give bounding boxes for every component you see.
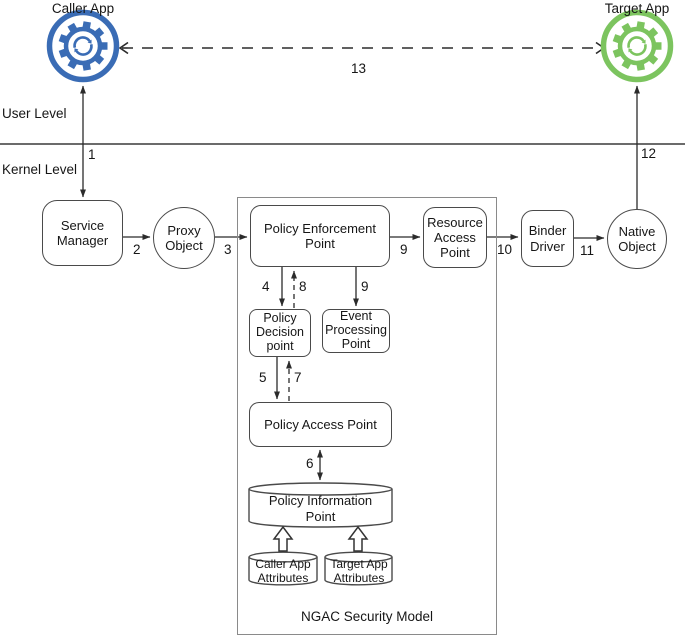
edge-label-9-epp: 9	[361, 279, 369, 294]
node-service-manager: Service Manager	[42, 200, 123, 266]
edge-label-4: 4	[262, 279, 270, 294]
node-binder-driver: Binder Driver	[521, 210, 574, 267]
edge-label-10: 10	[497, 242, 513, 257]
ngac-security-model-label: NGAC Security Model	[300, 609, 434, 624]
target-app-attributes-cylinder	[324, 551, 393, 586]
node-resource-access-point: Resource Access Point	[423, 207, 487, 268]
target-app-gear-icon	[600, 9, 674, 83]
edge-label-1: 1	[88, 147, 96, 162]
node-policy-access-point: Policy Access Point	[249, 402, 392, 447]
edge-label-3: 3	[224, 242, 232, 257]
edge-label-7: 7	[294, 370, 302, 385]
target-attrs-block-arrow	[347, 525, 369, 552]
edge-label-6: 6	[306, 456, 314, 471]
edge-label-5: 5	[259, 370, 267, 385]
user-level-label: User Level	[2, 106, 67, 121]
node-proxy-object: Proxy Object	[153, 207, 215, 269]
node-policy-decision-point: Policy Decision point	[249, 309, 311, 357]
caller-app-label: Caller App	[51, 1, 115, 16]
caller-attrs-block-arrow	[272, 525, 294, 552]
node-target-app-attributes: Target App Attributes	[330, 557, 388, 585]
node-native-object: Native Object	[607, 209, 667, 269]
caller-app-attributes-cylinder	[248, 551, 318, 586]
edge13-left-arrowhead	[118, 41, 129, 55]
policy-information-point-cylinder	[248, 482, 393, 528]
node-policy-information-point: Policy Information Point	[268, 493, 373, 524]
node-event-processing-point: Event Processing Point	[322, 309, 390, 353]
edge-label-13: 13	[351, 61, 367, 76]
edge-label-8: 8	[299, 279, 307, 294]
edge-label-9-rap: 9	[400, 242, 408, 257]
ngac-security-model-frame	[237, 197, 497, 635]
node-policy-enforcement-point: Policy Enforcement Point	[250, 205, 390, 267]
edge-label-12: 12	[641, 146, 657, 161]
caller-app-gear-icon	[46, 9, 120, 83]
target-app-label: Target App	[604, 1, 670, 16]
edge-label-2: 2	[133, 242, 141, 257]
kernel-level-label: Kernel Level	[2, 162, 78, 177]
edge-label-11: 11	[580, 243, 595, 258]
node-caller-app-attributes: Caller App Attributes	[255, 557, 311, 585]
